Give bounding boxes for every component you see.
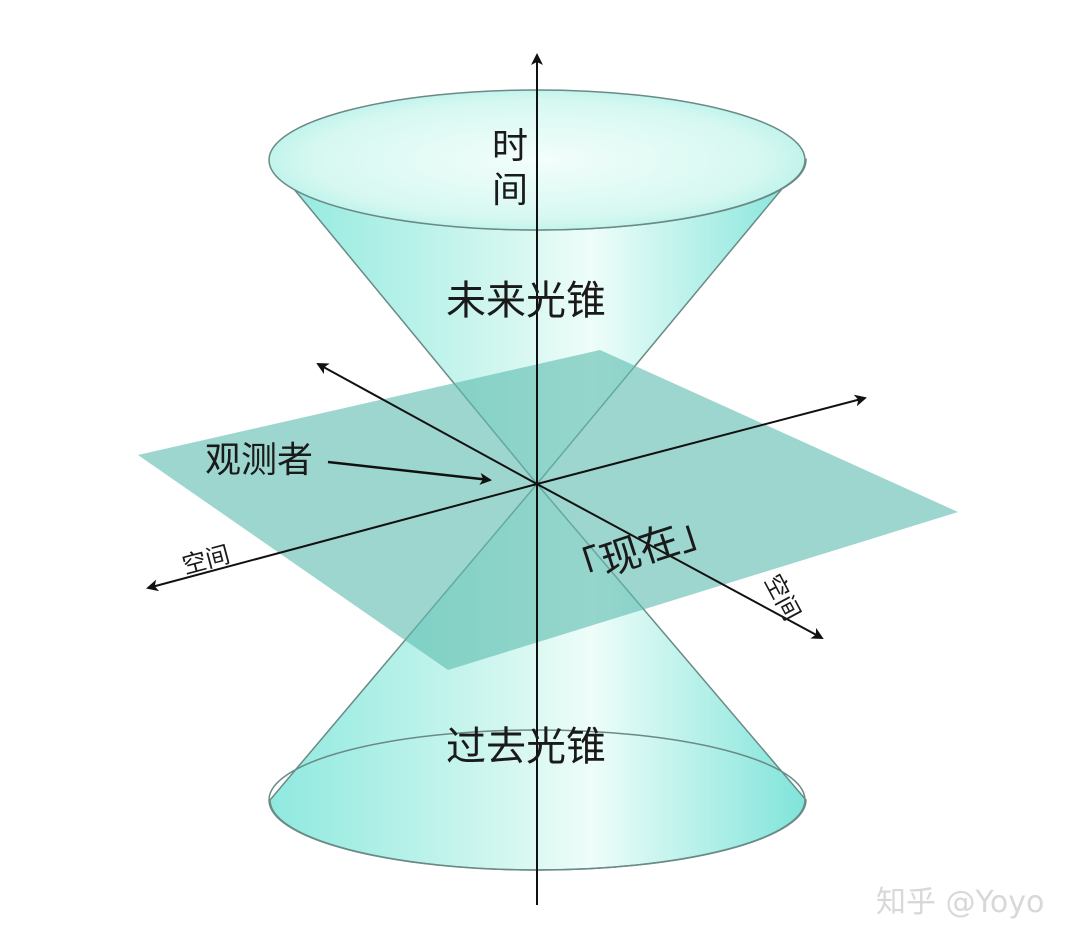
space-axis-left-label: 空间 bbox=[179, 540, 233, 579]
observer-pointer-arrow bbox=[327, 460, 492, 485]
space-axis-right-label: 空间 bbox=[759, 570, 806, 626]
space-axis-upper-left bbox=[316, 363, 538, 485]
future-cone-label: 未来光锥 bbox=[446, 278, 606, 324]
observer-label: 观测者 bbox=[205, 440, 313, 481]
space-axis-left bbox=[146, 483, 538, 592]
space-axis-upper-right bbox=[536, 394, 867, 485]
time-axis-label-char2: 间 bbox=[492, 170, 528, 211]
space-axis-right bbox=[536, 483, 824, 639]
watermark: 知乎 @Yoyo bbox=[876, 885, 1044, 920]
past-cone-label: 过去光锥 bbox=[446, 724, 606, 770]
time-axis-label-char1: 时 bbox=[492, 126, 528, 167]
present-plane bbox=[138, 350, 958, 670]
